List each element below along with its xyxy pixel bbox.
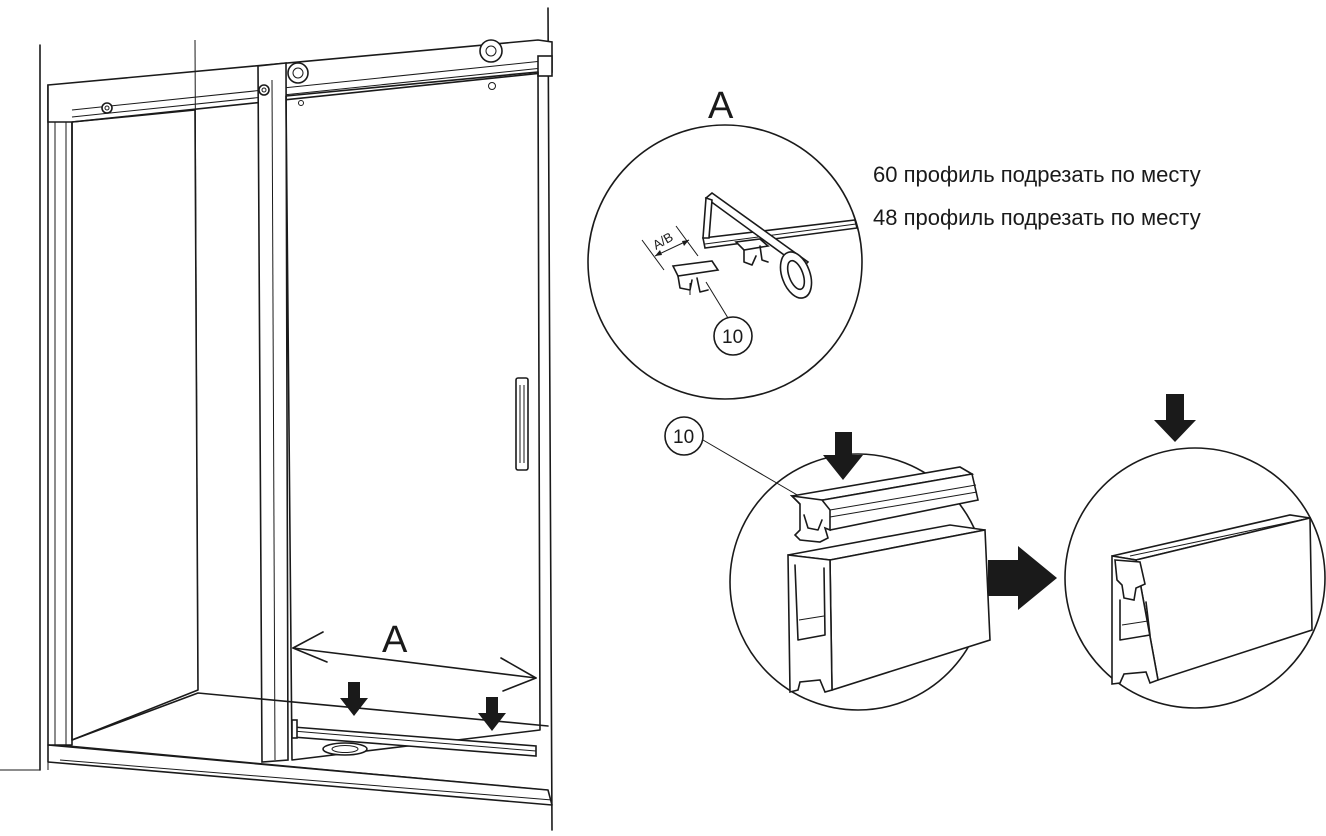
ab-dimension-label: A/B xyxy=(650,229,676,252)
shower-enclosure: A xyxy=(0,7,553,831)
detail-a-view: A A/B 10 xyxy=(587,85,863,400)
dimension-a-label: A xyxy=(382,619,408,661)
step-insert-view: 10 xyxy=(664,416,991,711)
detail-a-label: A xyxy=(708,85,734,127)
part-number-detail-a: 10 xyxy=(722,327,743,348)
note-48-profile: 48 профиль подрезать по месту xyxy=(873,205,1201,230)
right-arrow-icon xyxy=(988,546,1057,610)
note-60-profile: 60 профиль подрезать по месту xyxy=(873,162,1201,187)
part-number-step: 10 xyxy=(673,427,694,448)
step-seated-view xyxy=(1064,394,1326,709)
